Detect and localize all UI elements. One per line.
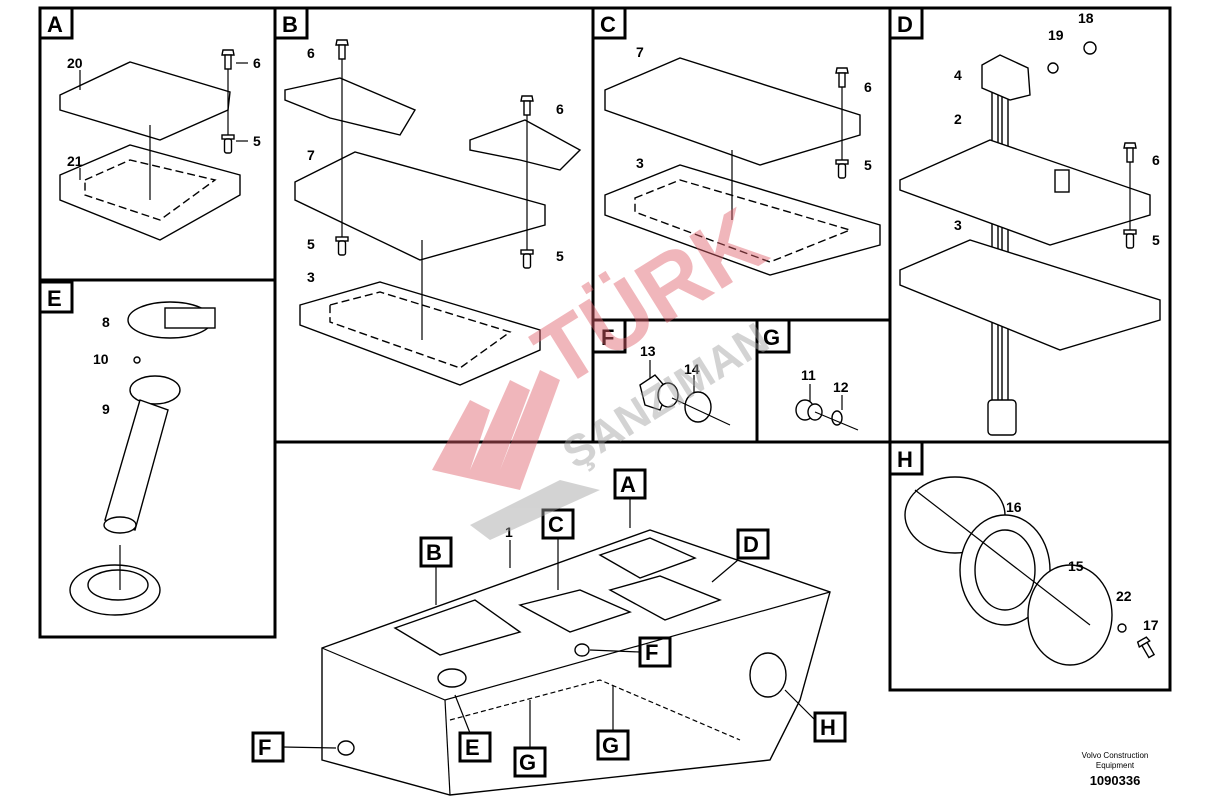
panel-D-drawing: 18 19 4 2 6 3 5: [899, 10, 1161, 436]
panel-label-D: D: [888, 6, 924, 40]
fuel-level-sender: [981, 54, 1031, 101]
panel-B-drawing: 6 6 7 5 5 3: [284, 39, 582, 386]
callout: 5: [864, 157, 872, 173]
location-label: C: [548, 512, 564, 537]
callout: 14: [684, 361, 700, 377]
plate: [1027, 564, 1113, 666]
location-label: B: [426, 540, 442, 565]
panel-G-drawing: 11 12: [795, 367, 859, 431]
panel-label-F: F: [591, 318, 627, 354]
callout: 3: [636, 155, 644, 171]
callout: 7: [307, 147, 315, 163]
cover-plate: [294, 151, 546, 261]
callout: 6: [253, 55, 261, 71]
callout: 6: [307, 45, 315, 61]
inspection-cover: [749, 652, 787, 698]
callout: 5: [307, 236, 315, 252]
panel-label-G: G: [755, 318, 791, 354]
drawing-footer: Volvo Construction Equipment 1090336: [1060, 751, 1170, 788]
callout: 18: [1078, 10, 1094, 26]
mounting-plate: [899, 139, 1151, 246]
panel-letter: A: [47, 12, 63, 37]
callout: 4: [954, 67, 962, 83]
panel-C-drawing: 7 6 3 5: [604, 44, 881, 276]
location-label: E: [465, 735, 480, 760]
callout: 5: [1152, 232, 1160, 248]
location-label: D: [743, 532, 759, 557]
panel-label-B: B: [273, 6, 309, 40]
callout: 2: [954, 111, 962, 127]
location-label: G: [602, 733, 619, 758]
callout: 5: [253, 133, 261, 149]
panel-F-drawing: 13 14: [639, 343, 731, 426]
callout: 22: [1116, 588, 1132, 604]
panel-letter: B: [282, 12, 298, 37]
fuel-tank-drawing: 1: [321, 524, 831, 796]
panel-H-drawing: 16 15 22 17: [904, 476, 1159, 666]
location-label: G: [519, 750, 536, 775]
cover-C: [518, 589, 632, 633]
callout: 15: [1068, 558, 1084, 574]
location-label: H: [820, 715, 836, 740]
callout: 13: [640, 343, 656, 359]
cover-plate: [604, 57, 861, 166]
panel-A-drawing: 20 21 6 5: [59, 49, 261, 241]
callout: 16: [1006, 499, 1022, 515]
panel-letter: H: [897, 447, 913, 472]
company-line-1: Volvo Construction: [1081, 751, 1149, 760]
location-label: F: [645, 640, 658, 665]
panel-label-C: C: [591, 6, 627, 40]
location-label: F: [258, 735, 271, 760]
panel-label-H: H: [888, 440, 924, 476]
callout: 17: [1143, 617, 1159, 633]
company-line-2: Equipment: [1095, 761, 1135, 770]
ring: [129, 375, 181, 405]
callout: 8: [102, 314, 110, 330]
panel-letter: G: [763, 325, 780, 350]
drawing-id: 1090336: [1089, 773, 1141, 788]
panel-label-E: E: [38, 280, 74, 314]
bracket: [284, 77, 417, 136]
callout: 6: [1152, 152, 1160, 168]
location-label: A: [620, 472, 636, 497]
panel-letter: F: [601, 325, 614, 350]
cover-A: [598, 537, 697, 579]
cover-B: [393, 599, 522, 656]
seal-ring: [684, 391, 712, 423]
callout: 5: [556, 248, 564, 264]
callout: 3: [954, 217, 962, 233]
cover-plate: [59, 61, 231, 141]
panel-letter: E: [47, 286, 62, 311]
callout: 9: [102, 401, 110, 417]
callout: 6: [556, 101, 564, 117]
panel-frames: [38, 6, 1172, 692]
panel-E-drawing: 8 10 9: [69, 301, 216, 616]
callout: 1: [505, 524, 513, 540]
panel-label-A: A: [38, 6, 74, 40]
o-ring: [831, 410, 843, 426]
filler-cap: [437, 668, 467, 688]
callout: 7: [636, 44, 644, 60]
panel-letter: C: [600, 12, 616, 37]
gasket: [899, 239, 1161, 351]
channel-bracket: [469, 119, 582, 171]
location-labels: A B C D E F F G G H: [251, 468, 847, 778]
callout: 10: [93, 351, 109, 367]
callout: 3: [307, 269, 315, 285]
callout: 6: [864, 79, 872, 95]
filler-tube: [104, 399, 169, 531]
panel-letter: D: [897, 12, 913, 37]
cover-D: [608, 575, 722, 621]
callout: 20: [67, 55, 83, 71]
callout: 21: [67, 153, 83, 169]
callout: 12: [833, 379, 849, 395]
callout: 11: [801, 367, 816, 383]
callout: 19: [1048, 27, 1064, 43]
